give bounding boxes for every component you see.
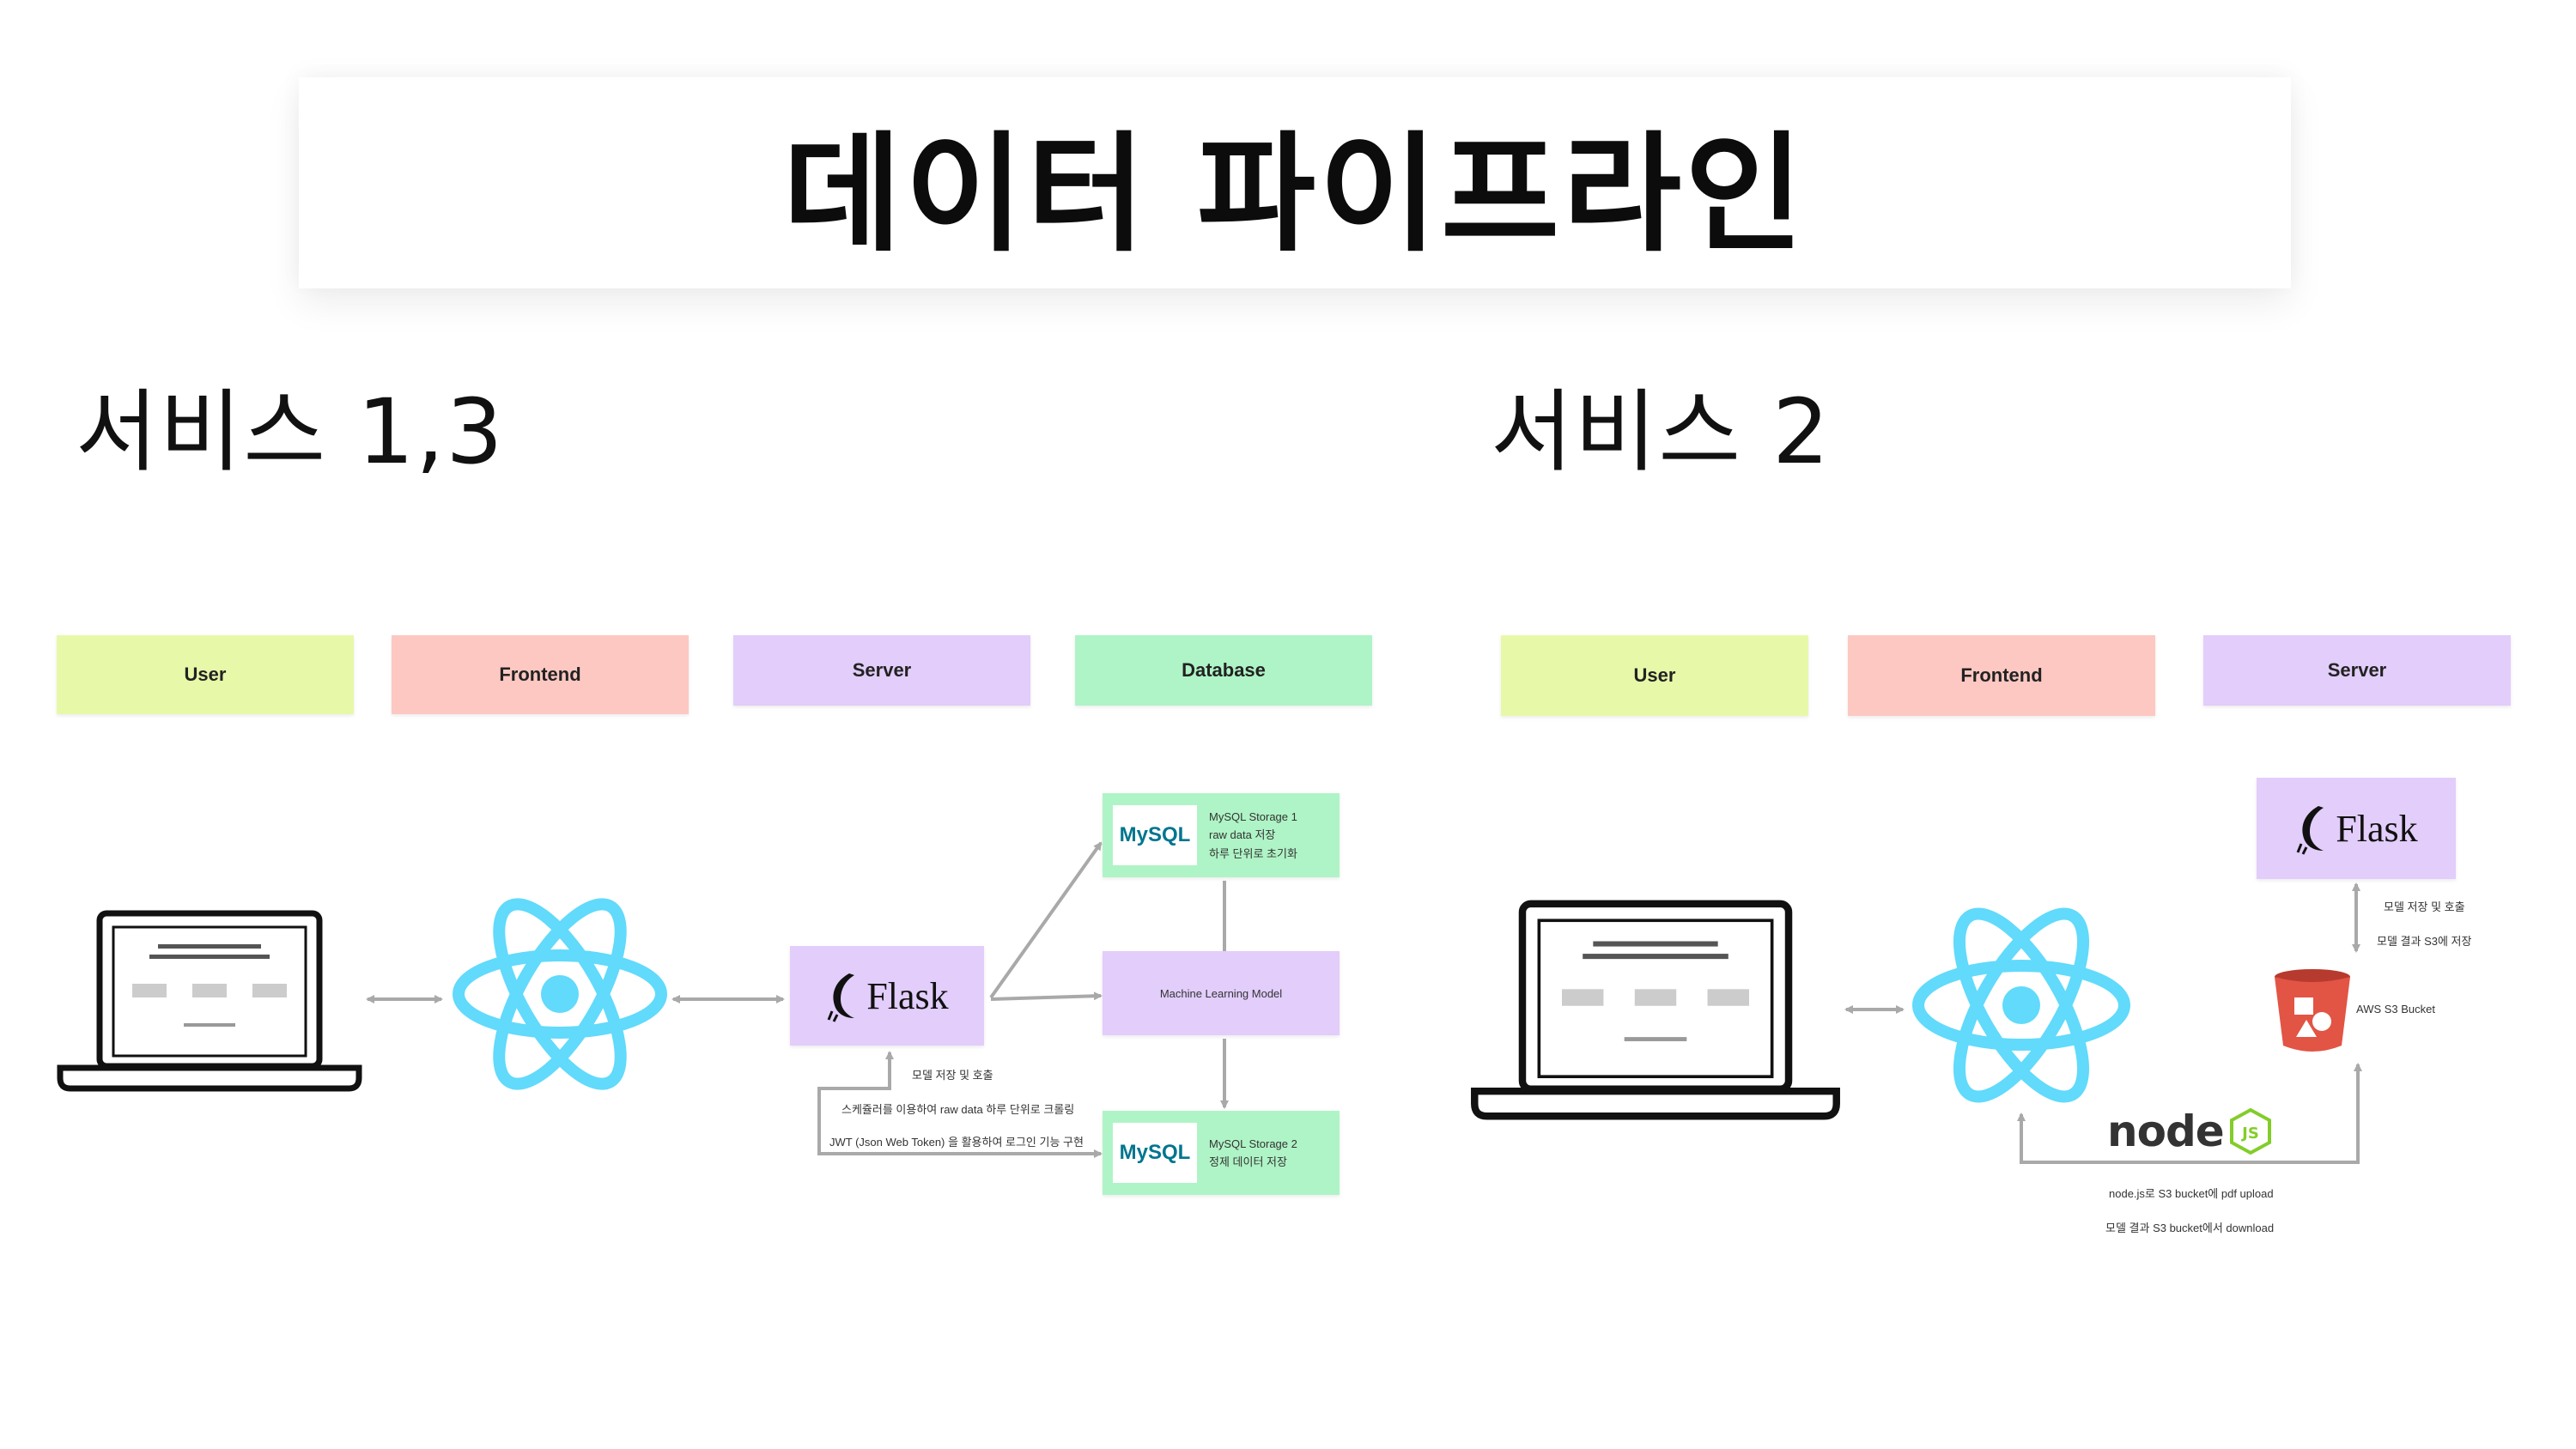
react-icon (1912, 907, 2130, 1103)
laptop-icon (1471, 900, 1840, 1120)
s3-label: AWS S3 Bucket (2356, 1003, 2435, 1016)
flask-icon (2296, 806, 2324, 855)
mysql-storage-2-node: MySQL MySQL Storage 2 정제 데이터 저장 (1103, 1111, 1340, 1195)
flask-icon (827, 973, 855, 1022)
note-model-save-2: 모델 저장 및 호출 (2384, 900, 2465, 913)
page-title: 데이터 파이프라인 (782, 119, 1807, 270)
flask-node: Flask (790, 946, 984, 1046)
nodejs-icon: node JS (2107, 1104, 2287, 1159)
mysql2-line-1: MySQL Storage 2 (1209, 1137, 1297, 1150)
svg-text:JS: JS (2240, 1125, 2259, 1143)
edge-flask-mysql1 (989, 841, 1103, 999)
lane-frontend: Frontend (1848, 635, 2155, 716)
mysql1-line-2: raw data 저장 (1209, 828, 1276, 841)
mysql-icon: MySQL (1113, 805, 1197, 865)
title-banner: 데이터 파이프라인 (299, 77, 2291, 288)
ml-model-label: Machine Learning Model (1159, 986, 1283, 1000)
note-download: 모델 결과 S3 bucket에서 download (2105, 1222, 2275, 1234)
note-scheduler: 스케쥴러를 이용하여 raw data 하루 단위로 크롤링 (841, 1103, 1075, 1116)
flask-label: Flask (2336, 807, 2418, 850)
lane-frontend: Frontend (392, 635, 689, 714)
mysql-icon: MySQL (1113, 1123, 1197, 1183)
aws-s3-icon (2275, 969, 2350, 1052)
laptop-icon (57, 910, 362, 1092)
mysql-storage-1-node: MySQL MySQL Storage 1 raw data 저장 하루 단위로… (1103, 793, 1340, 877)
note-jwt: JWT (Json Web Token) 을 활용하여 로그인 기능 구현 (829, 1136, 1084, 1149)
section-heading-service-2: 서비스 2 (1491, 379, 1832, 484)
mysql1-line-1: MySQL Storage 1 (1209, 809, 1297, 823)
mysql1-line-3: 하루 단위로 초기화 (1209, 846, 1297, 860)
lane-user: User (1501, 635, 1808, 716)
mysql2-line-2: 정제 데이터 저장 (1209, 1155, 1287, 1168)
ml-model-node: Machine Learning Model (1103, 951, 1340, 1035)
note-s3-save: 모델 결과 S3에 저장 (2377, 935, 2472, 948)
note-pdf-upload: node.js로 S3 bucket에 pdf upload (2109, 1187, 2274, 1200)
section-heading-service-1-3: 서비스 1,3 (76, 379, 505, 484)
lane-server: Server (733, 635, 1030, 706)
flask-node: Flask (2257, 778, 2456, 879)
edge-flask-ml (990, 991, 1103, 1001)
note-model-save: 모델 저장 및 호출 (912, 1069, 993, 1082)
react-icon (453, 898, 667, 1090)
flask-label: Flask (866, 974, 949, 1017)
lane-server: Server (2203, 635, 2511, 706)
lane-database: Database (1075, 635, 1372, 706)
lane-user: User (57, 635, 354, 714)
